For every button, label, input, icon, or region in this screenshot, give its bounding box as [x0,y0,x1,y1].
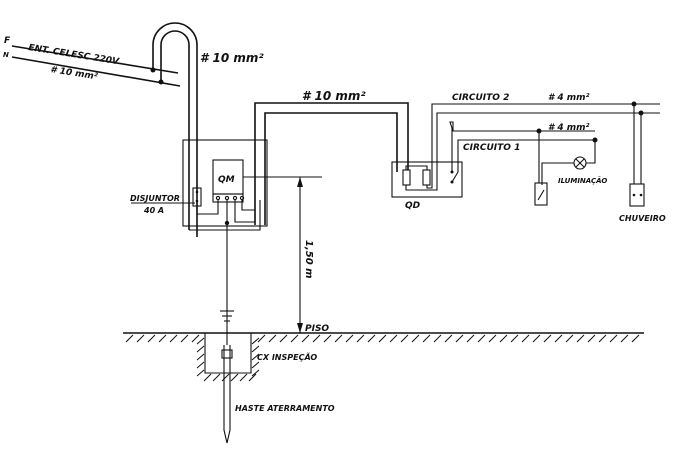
hatch-mark [248,373,257,382]
hatch-mark [230,373,239,382]
circuit-2-wire-label: # 4 mm² [548,93,590,103]
riser-inner [160,30,190,230]
neutral-line [11,56,181,87]
hatch-mark [488,334,497,343]
hatch-mark [378,334,387,343]
circuit-1-label: CIRCUITO 1 [463,143,520,153]
hatch-mark [251,369,260,377]
hatch-mark [239,373,248,382]
hatch-mark [543,334,552,343]
riser-wire-label: # 10 mm² [200,51,264,65]
light-switch [534,182,548,206]
hatch-mark [136,334,145,343]
riser-outer [152,22,198,237]
hatch-mark [147,334,156,343]
hatch-mark [356,334,365,343]
feeder-wire-label: # 10 mm² [302,89,366,103]
hatch-mark [422,334,431,343]
circuit-1-wire-label: # 4 mm² [548,123,590,133]
height-label: 1,50 m [303,240,314,279]
hatch-mark [212,373,221,382]
lamp-icon [573,156,587,170]
meter-enclosure [182,139,268,227]
inspection-box-label: CX INSPEÇÃO [257,352,317,362]
hatch-mark [196,337,205,345]
ground-rod [223,345,231,444]
qd-breaker-2 [422,169,431,186]
hatch-mark [554,334,563,343]
hatch-mark [180,334,189,343]
inspection-box [204,333,252,374]
hatch-mark [510,334,519,343]
meter-box-label: QM [218,175,235,185]
hatch-mark [196,353,205,361]
hatch-mark [251,345,260,353]
hatch-mark [433,334,442,343]
hatch-mark [203,373,212,382]
hatch-mark [389,334,398,343]
hatch-mark [631,334,640,343]
circuit-1-line-a [449,121,595,172]
rod-clamp [221,349,233,359]
phase-label: F [4,36,11,46]
hatch-mark [521,334,530,343]
hatch-mark [455,334,464,343]
hatch-mark [221,373,230,382]
hatch-mark [251,361,260,369]
hatch-mark [565,334,574,343]
hatch-mark [576,334,585,343]
hatch-mark [196,345,205,353]
hatch-mark [411,334,420,343]
ground-rod-label: HASTE ATERRAMENTO [235,404,335,413]
hatch-mark [598,334,607,343]
hatch-mark [323,334,332,343]
feeder-outer [254,102,409,225]
distribution-board-qd [391,161,463,198]
hatch-mark [334,334,343,343]
qd-label: QD [405,201,421,211]
hatch-mark [191,334,200,343]
hatch-mark [532,334,541,343]
qd-breaker-1 [402,169,411,186]
shower-label: CHUVEIRO [619,214,666,223]
breaker-name-label: DISJUNTOR [130,194,180,203]
floor-hatching [125,334,640,382]
feeder-inner [264,112,398,225]
hatch-mark [620,334,629,343]
hatch-mark [196,369,205,377]
hatch-mark [279,334,288,343]
hatch-mark [499,334,508,343]
hatch-mark [268,334,277,343]
meter-terminals [212,193,244,203]
hatch-mark [312,334,321,343]
hatch-mark [290,334,299,343]
shower-outlet [629,183,645,207]
hatch-mark [125,334,134,343]
hatch-mark [587,334,596,343]
hatch-mark [251,353,260,361]
hatch-mark [444,334,453,343]
hatch-mark [169,334,178,343]
hatch-mark [301,334,310,343]
hatch-mark [158,334,167,343]
circuit-2-line-a [405,112,660,191]
phase-line [11,45,179,74]
hatch-mark [466,334,475,343]
entry-label: ENT. CELESC 220V [28,43,121,67]
hatch-mark [345,334,354,343]
breaker-rating-label: 40 A [143,206,164,215]
hatch-mark [609,334,618,343]
hatch-mark [257,334,266,343]
hatch-mark [196,361,205,369]
floor-label: PISO [305,324,329,334]
hatch-mark [251,337,260,345]
lighting-label: ILUMINAÇÃO [558,176,607,185]
hatch-mark [477,334,486,343]
circuit-2-line-b [426,103,660,189]
hatch-mark [400,334,409,343]
neutral-label: N [3,51,9,59]
circuit-2-label: CIRCUITO 2 [452,93,509,103]
hatch-mark [367,334,376,343]
circuit-1-line-b [457,139,595,172]
